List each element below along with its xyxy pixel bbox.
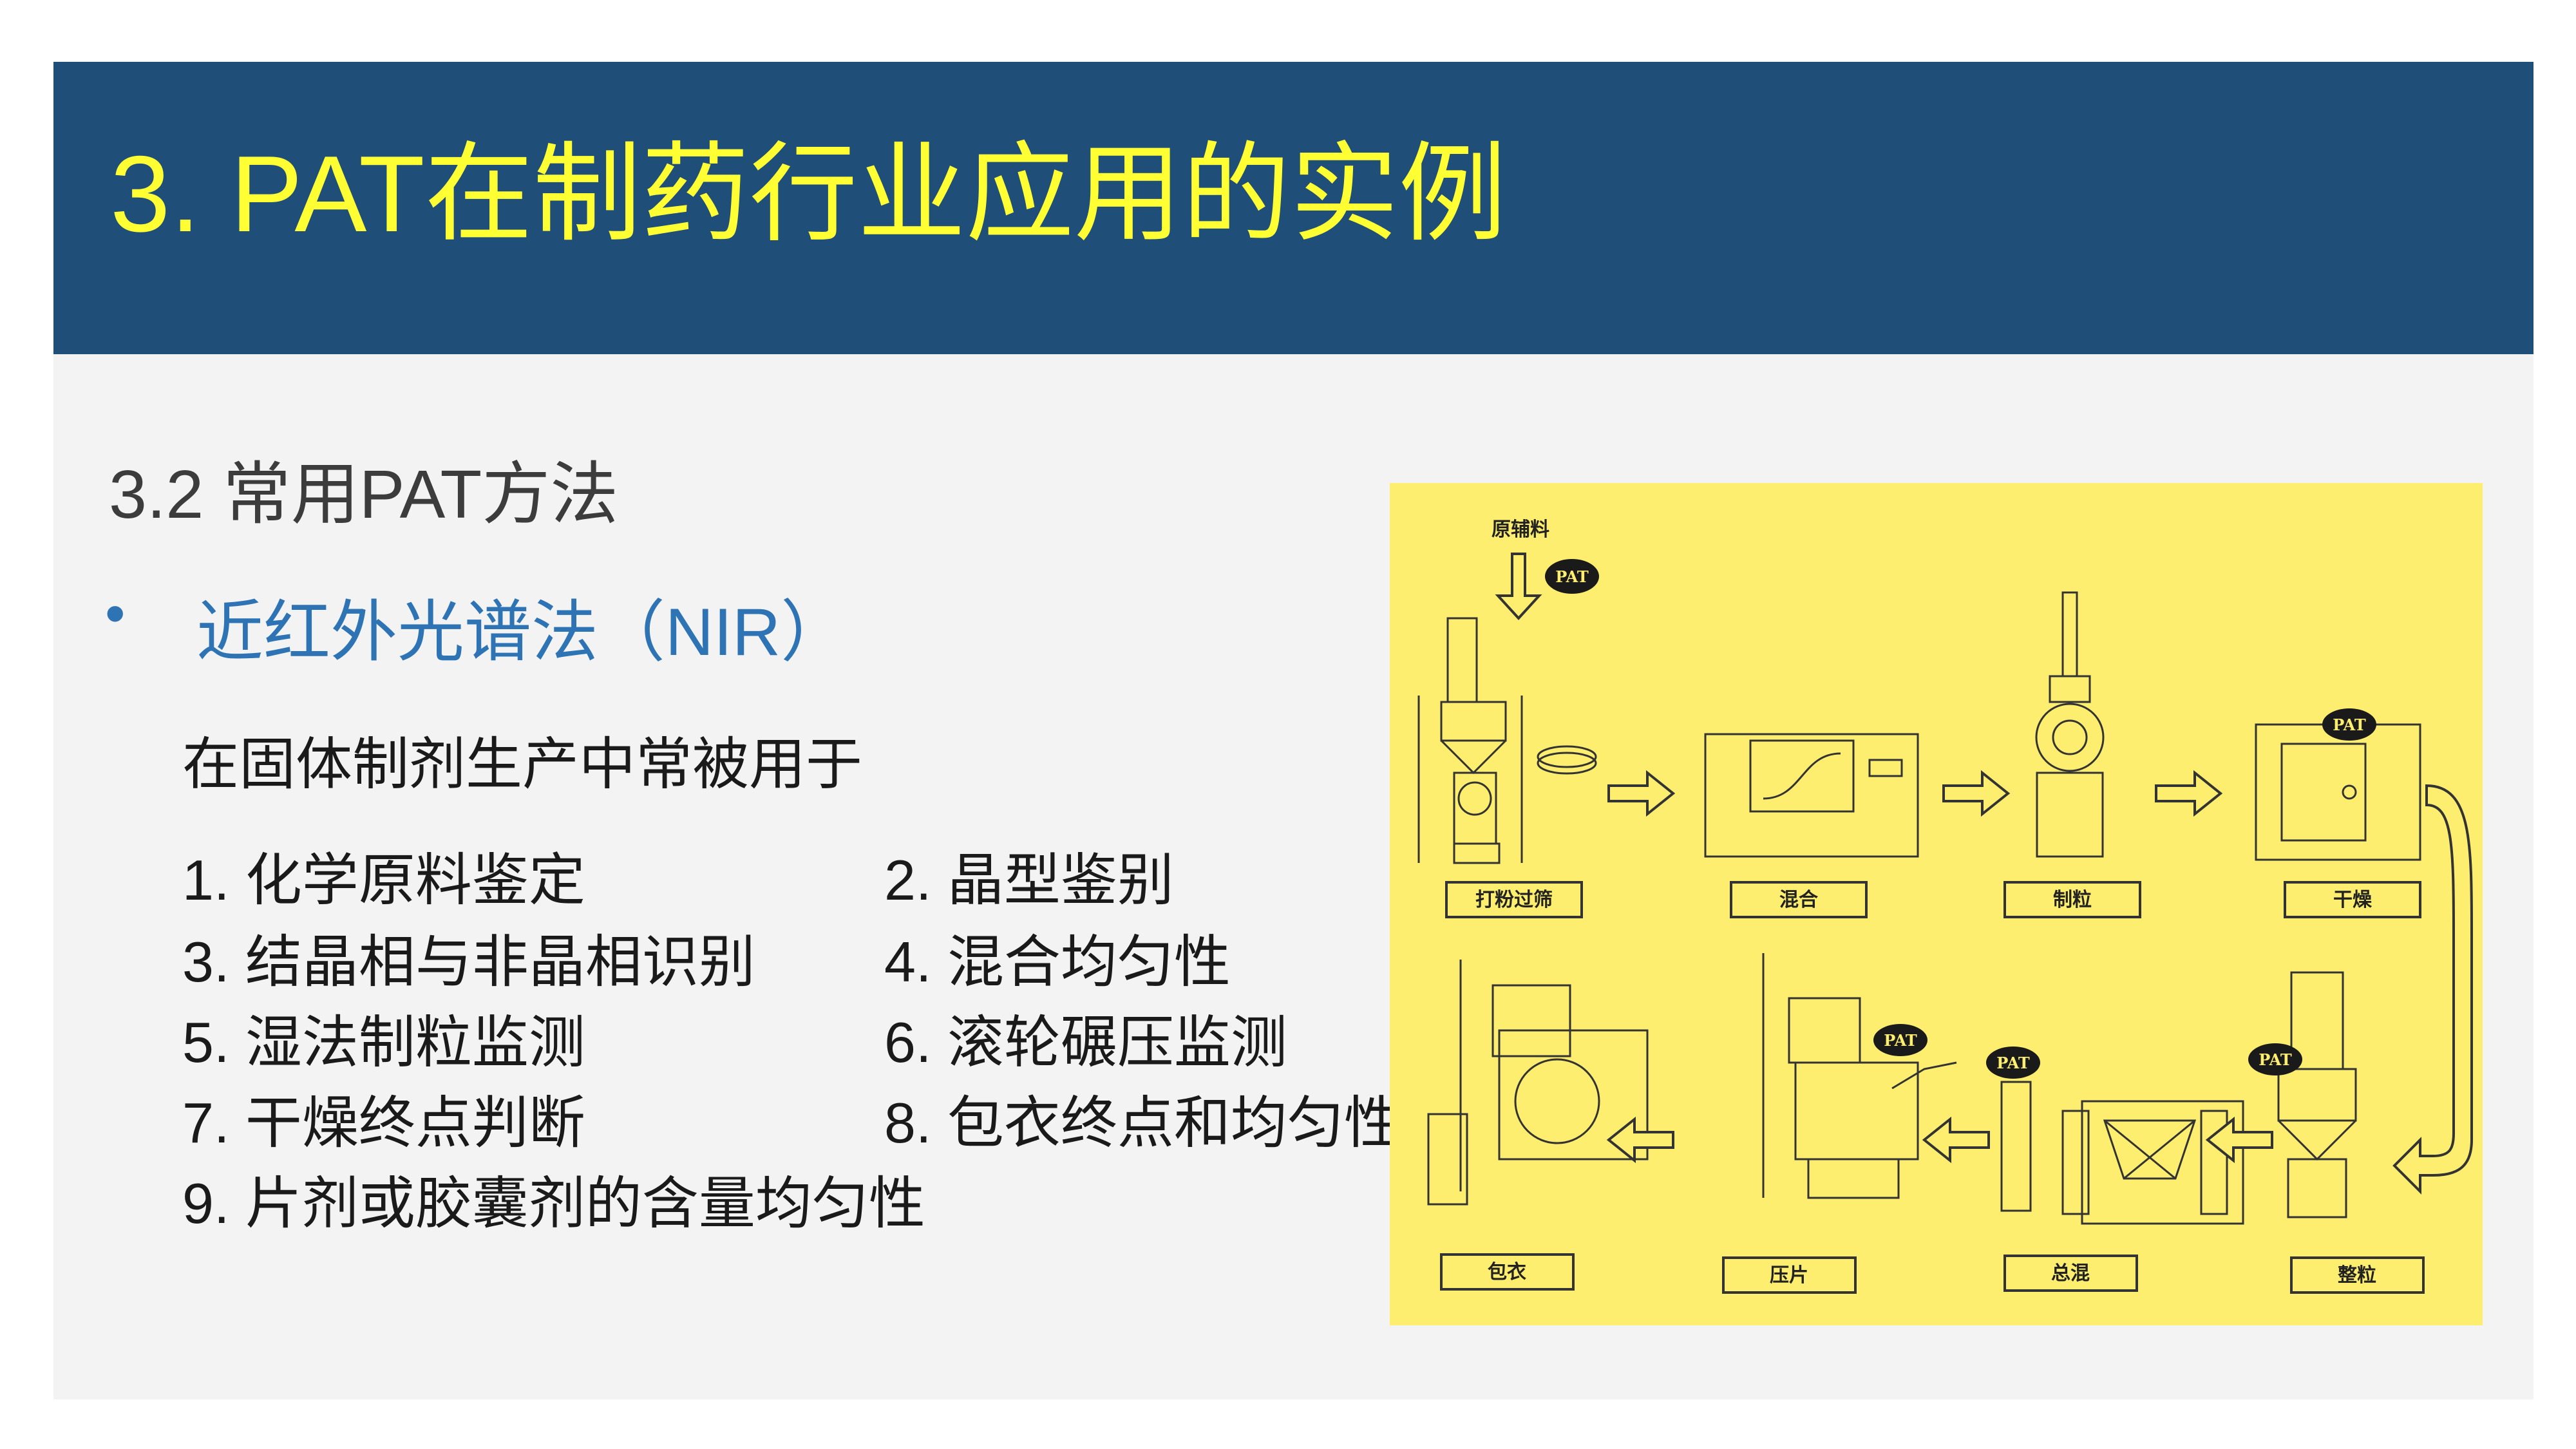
left-arrow-icon bbox=[1606, 1116, 1674, 1164]
bullet-icon: • bbox=[105, 582, 126, 646]
section-heading: 3.2 常用PAT方法 bbox=[109, 457, 619, 533]
granulator-machine-icon bbox=[2035, 591, 2105, 858]
step-label: 制粒 bbox=[2053, 889, 2092, 911]
svg-text:PAT: PAT bbox=[1555, 567, 1589, 586]
process-flow-diagram: 原辅料 PAT bbox=[1390, 483, 2483, 1325]
process-flow-svg: 原辅料 PAT bbox=[1417, 518, 2473, 1294]
step-label: 包衣 bbox=[1488, 1261, 1526, 1283]
input-label: 原辅料 bbox=[1492, 518, 1549, 541]
coating-machine-icon bbox=[1427, 960, 1649, 1206]
method-bullet: 近红外光谱法（NIR） bbox=[196, 595, 848, 670]
right-arrow-icon bbox=[1607, 770, 1676, 817]
step-label: 打粉过筛 bbox=[1475, 889, 1553, 911]
blender-machine-icon bbox=[1704, 733, 1919, 858]
pat-badge: PAT bbox=[1873, 1024, 1927, 1056]
list-item: 6. 滚轮碾压监测 bbox=[884, 1010, 1287, 1074]
intro-text: 在固体制剂生产中常被用于 bbox=[182, 732, 863, 796]
list-item: 3. 结晶相与非晶相识别 bbox=[182, 930, 755, 994]
title-bar: 3. PAT在制药行业应用的实例 bbox=[53, 62, 2533, 354]
pat-badge: PAT bbox=[2322, 708, 2376, 741]
down-right-arrow-icon bbox=[2392, 784, 2473, 1195]
svg-text:PAT: PAT bbox=[1996, 1054, 2030, 1072]
step-label: 干燥 bbox=[2333, 889, 2372, 911]
list-item: 7. 干燥终点判断 bbox=[182, 1091, 585, 1155]
list-item: 1. 化学原料鉴定 bbox=[182, 848, 585, 912]
step-label: 混合 bbox=[1779, 889, 1818, 911]
pat-badge: PAT bbox=[2248, 1043, 2302, 1075]
list-item: 2. 晶型鉴别 bbox=[884, 848, 1174, 912]
right-arrow-icon bbox=[2155, 770, 2223, 817]
svg-text:PAT: PAT bbox=[2259, 1050, 2292, 1069]
step-label: 总混 bbox=[2051, 1262, 2090, 1285]
left-arrow-icon bbox=[2205, 1116, 2273, 1164]
list-item: 4. 混合均匀性 bbox=[884, 930, 1231, 994]
svg-text:PAT: PAT bbox=[2333, 715, 2366, 734]
bin-blender-icon bbox=[2000, 1081, 2244, 1225]
list-item: 5. 湿法制粒监测 bbox=[182, 1010, 585, 1074]
list-item: 8. 包衣终点和均匀性 bbox=[884, 1091, 1401, 1155]
slide-title: 3. PAT在制药行业应用的实例 bbox=[110, 133, 1507, 254]
sizing-mill-icon bbox=[2277, 971, 2357, 1218]
list-item: 9. 片剂或胶囊剂的含量均匀性 bbox=[182, 1171, 925, 1235]
left-arrow-icon bbox=[1922, 1116, 1990, 1164]
step-label: 压片 bbox=[1770, 1264, 1808, 1287]
dryer-machine-icon bbox=[2255, 723, 2421, 861]
sieving-machine-icon bbox=[1417, 617, 1597, 864]
slide: 3. PAT在制药行业应用的实例 3.2 常用PAT方法 • 近红外光谱法（NI… bbox=[53, 62, 2533, 1399]
pat-badge: PAT bbox=[1986, 1046, 2040, 1079]
pat-badge: PAT bbox=[1545, 559, 1599, 594]
step-label: 整粒 bbox=[2338, 1264, 2376, 1287]
right-arrow-icon bbox=[1942, 770, 2011, 817]
svg-text:PAT: PAT bbox=[1884, 1031, 1917, 1050]
tablet-press-icon bbox=[1762, 953, 1957, 1199]
down-arrow-icon bbox=[1495, 553, 1542, 620]
